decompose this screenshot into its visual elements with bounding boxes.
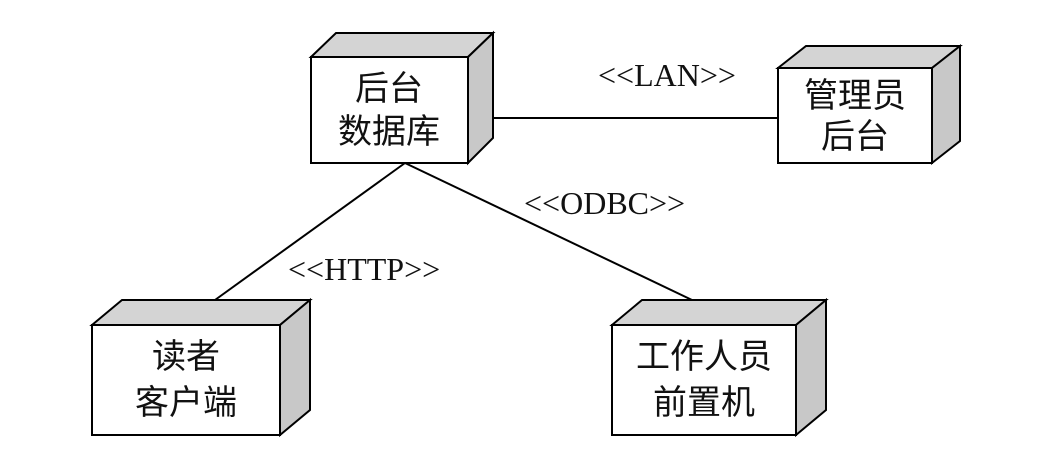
node-front-face — [611, 324, 797, 436]
node-label-line-2: 前置机 — [653, 383, 755, 423]
connectors — [214, 117, 778, 301]
node-side-face — [795, 297, 827, 438]
node-top-face — [308, 32, 496, 58]
edge-label-lan: <<LAN>> — [598, 57, 736, 93]
node-top-face — [609, 299, 829, 326]
node-reader-client: 读者 客户端 — [89, 297, 313, 438]
node-front-face — [91, 324, 281, 436]
node-side-face — [931, 43, 961, 166]
node-label-line-2: 客户端 — [135, 383, 237, 423]
node-front-face — [777, 67, 933, 164]
node-top-face — [775, 45, 963, 69]
node-front-face — [310, 56, 469, 164]
node-label-line-2: 后台 — [821, 117, 889, 157]
node-side-face — [279, 297, 311, 438]
node-label-line-1: 工作人员 — [636, 337, 772, 377]
node-side-face — [467, 30, 494, 166]
node-label-line-1: 管理员 — [804, 76, 906, 116]
edge-odbc — [404, 162, 693, 301]
edge-http — [214, 162, 406, 301]
node-label-line-1: 读者 — [152, 337, 220, 377]
node-label-line-2: 数据库 — [338, 112, 440, 152]
node-staff-frontend: 工作人员 前置机 — [609, 297, 829, 438]
node-admin-backend: 管理员 后台 — [775, 43, 963, 166]
edge-label-http: <<HTTP>> — [288, 251, 440, 287]
node-backend-db: 后台 数据库 — [308, 30, 496, 166]
edge-label-odbc: <<ODBC>> — [524, 185, 685, 221]
node-label-line-1: 后台 — [355, 69, 423, 109]
node-top-face — [89, 299, 313, 326]
